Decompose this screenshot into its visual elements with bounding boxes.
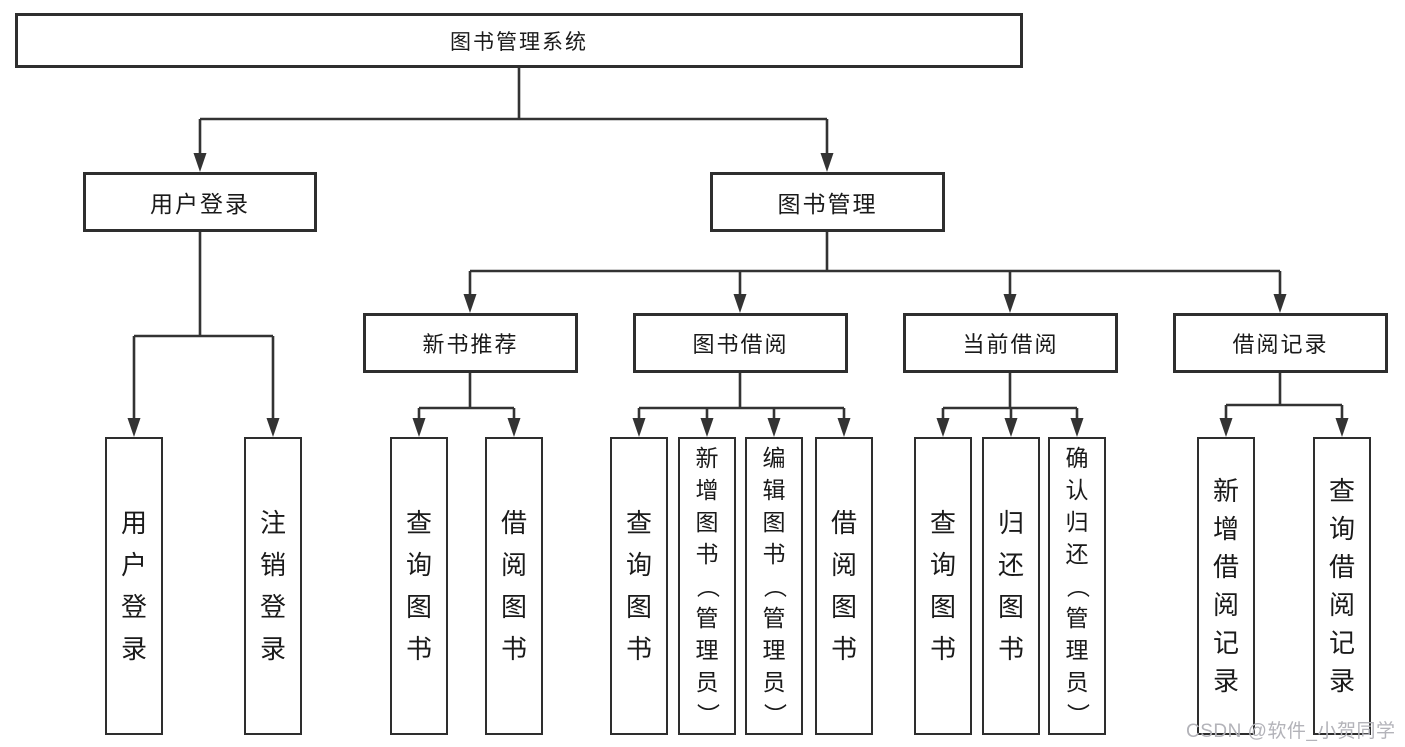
leaf-query-books-current-label: 查询图书 xyxy=(929,508,956,664)
leaf-return-books: 归还图书 xyxy=(982,437,1040,735)
connector-borrowing-to-leaves xyxy=(637,373,846,421)
arrow-down-icon xyxy=(463,294,477,313)
connector-root-to-level2 xyxy=(198,68,829,156)
node-book-management: 图书管理 xyxy=(710,172,945,232)
node-current-borrowing-label: 当前借阅 xyxy=(962,332,1059,357)
leaf-user-login-label: 用户登录 xyxy=(120,508,147,664)
node-new-book-recommend: 新书推荐 xyxy=(363,313,578,373)
leaf-confirm-return-admin: 确认归还（管理员） xyxy=(1048,437,1106,735)
arrow-down-icon xyxy=(733,294,747,313)
leaf-logout-label: 注销登录 xyxy=(259,508,286,664)
leaf-query-books-current: 查询图书 xyxy=(914,437,972,735)
arrow-down-icon xyxy=(837,418,851,437)
node-book-borrowing: 图书借阅 xyxy=(633,313,848,373)
leaf-add-book-admin-label: 新增图书（管理员） xyxy=(694,444,721,726)
node-new-book-recommend-label: 新书推荐 xyxy=(422,332,519,357)
node-book-borrowing-label: 图书借阅 xyxy=(692,332,789,357)
arrow-down-icon xyxy=(1219,418,1233,437)
arrow-down-icon xyxy=(266,418,280,437)
leaf-query-borrow-record: 查询借阅记录 xyxy=(1313,437,1371,735)
connector-bookmgmt-to-level3 xyxy=(468,232,1282,297)
node-user-login-label: 用户登录 xyxy=(150,191,250,217)
leaf-add-borrow-record: 新增借阅记录 xyxy=(1197,437,1255,735)
arrow-down-icon xyxy=(127,418,141,437)
leaf-query-books-recommend-label: 查询图书 xyxy=(405,508,432,664)
node-book-management-label: 图书管理 xyxy=(777,191,878,217)
connector-newbook-to-leaves xyxy=(417,373,516,421)
connector-records-to-leaves xyxy=(1224,373,1344,421)
leaf-logout: 注销登录 xyxy=(244,437,302,735)
leaf-query-books-recommend: 查询图书 xyxy=(390,437,448,735)
arrow-down-icon xyxy=(507,418,521,437)
arrow-down-icon xyxy=(632,418,646,437)
leaf-query-borrow-record-label: 查询借阅记录 xyxy=(1328,476,1355,696)
leaf-query-books-borrowing: 查询图书 xyxy=(610,437,668,735)
node-borrowing-records: 借阅记录 xyxy=(1173,313,1388,373)
arrow-down-icon xyxy=(1003,294,1017,313)
leaf-return-books-label: 归还图书 xyxy=(997,508,1024,664)
node-current-borrowing: 当前借阅 xyxy=(903,313,1118,373)
leaf-query-books-borrowing-label: 查询图书 xyxy=(625,508,652,664)
node-user-login: 用户登录 xyxy=(83,172,317,232)
leaf-borrow-books-borrowing-label: 借阅图书 xyxy=(830,508,857,664)
leaf-borrow-books-borrowing: 借阅图书 xyxy=(815,437,873,735)
node-root-label: 图书管理系统 xyxy=(450,30,588,54)
leaf-add-book-admin: 新增图书（管理员） xyxy=(678,437,736,735)
arrow-down-icon xyxy=(193,153,207,172)
connector-userlogin-to-leaves xyxy=(132,232,275,421)
leaf-confirm-return-admin-label: 确认归还（管理员） xyxy=(1064,444,1091,726)
leaf-user-login: 用户登录 xyxy=(105,437,163,735)
arrow-down-icon xyxy=(936,418,950,437)
arrow-down-icon xyxy=(700,418,714,437)
leaf-edit-book-admin: 编辑图书（管理员） xyxy=(745,437,803,735)
arrow-down-icon xyxy=(767,418,781,437)
csdn-watermark: CSDN @软件_小贺同学 xyxy=(1186,721,1396,742)
arrow-down-icon xyxy=(1070,418,1084,437)
node-library-management-system: 图书管理系统 xyxy=(15,13,1023,68)
connector-current-to-leaves xyxy=(941,373,1079,421)
arrow-down-icon xyxy=(1335,418,1349,437)
arrow-down-icon xyxy=(1004,418,1018,437)
leaf-edit-book-admin-label: 编辑图书（管理员） xyxy=(761,444,788,726)
arrow-down-icon xyxy=(1273,294,1287,313)
leaf-borrow-books-recommend: 借阅图书 xyxy=(485,437,543,735)
arrow-down-icon xyxy=(412,418,426,437)
leaf-borrow-books-recommend-label: 借阅图书 xyxy=(500,508,527,664)
arrow-down-icon xyxy=(820,153,834,172)
leaf-add-borrow-record-label: 新增借阅记录 xyxy=(1212,476,1239,696)
node-borrowing-records-label: 借阅记录 xyxy=(1232,332,1329,357)
